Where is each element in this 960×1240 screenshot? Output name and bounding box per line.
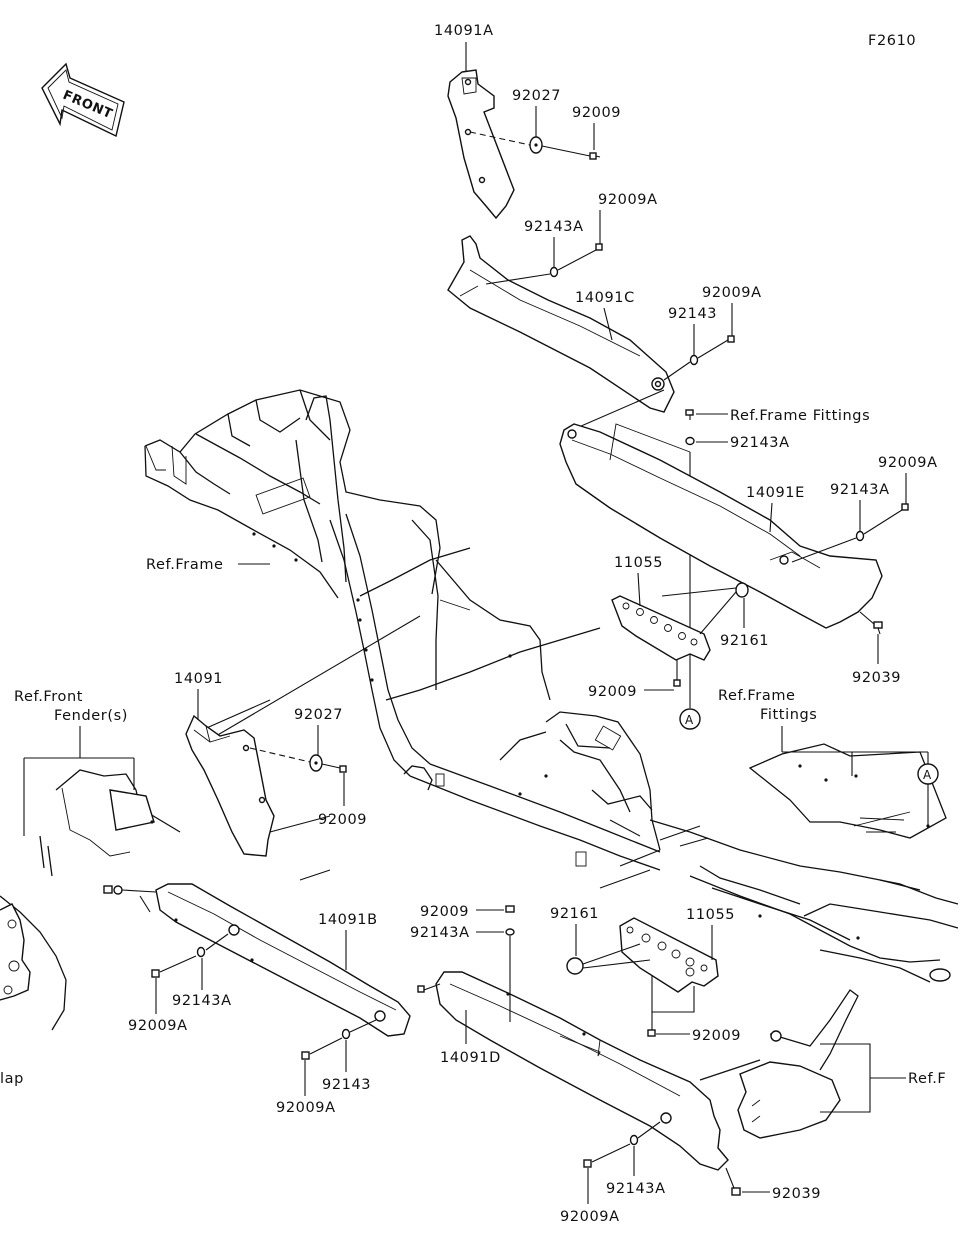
frame-assembly — [144, 389, 959, 983]
front-fender-part — [39, 769, 181, 877]
label-92039-1: 92039 — [852, 670, 901, 686]
part-14091E — [559, 423, 883, 629]
bolt-92009-4 — [505, 905, 515, 913]
washer-92143A-4 — [505, 928, 515, 936]
label-14091A: 14091A — [434, 23, 494, 39]
label-11055-1: 11055 — [614, 555, 663, 571]
label-92161-1: 92161 — [720, 633, 769, 649]
bolt-92039-2 — [731, 1187, 741, 1196]
label-92009A-2: 92009A — [702, 285, 762, 301]
washer-92143A-1 — [549, 266, 559, 278]
washer-92027-2 — [309, 754, 323, 772]
label-92009A-4: 92009A — [128, 1018, 188, 1034]
label-92009-4: 92009 — [420, 904, 469, 920]
callout-A-1: A — [679, 708, 701, 730]
part-14091C — [447, 235, 675, 413]
label-92143A-6: 92143A — [606, 1181, 666, 1197]
bolt-92009A-6 — [583, 1159, 592, 1168]
washer-92143-2 — [341, 1028, 351, 1040]
bolt-92009-5 — [647, 1029, 656, 1037]
plug-92161-1 — [735, 582, 749, 598]
label-flap-cut: lap — [0, 1071, 24, 1087]
label-11055-2: 11055 — [686, 907, 735, 923]
bolt-92009-2 — [673, 679, 681, 687]
label-92009-5: 92009 — [692, 1028, 741, 1044]
label-ref-frame-fittings-2b: Fittings — [760, 707, 817, 723]
label-92009-top: 92009 — [572, 105, 621, 121]
washer-92027-top — [529, 136, 543, 154]
plug-92161-2 — [566, 957, 584, 975]
bolt-92009A-2 — [727, 335, 735, 343]
label-14091C: 14091C — [575, 290, 635, 306]
part-14091B — [155, 883, 411, 1037]
bolt-ref-frame-fittings — [685, 409, 694, 420]
label-92143A-3: 92143A — [830, 482, 890, 498]
label-ref-f-cut: Ref.F — [908, 1071, 946, 1087]
frame-fittings-plate — [748, 743, 947, 839]
label-ref-frame-fittings-2a: Ref.Frame — [718, 688, 796, 704]
bolt-92009-3 — [339, 765, 347, 773]
bolt-92009A-1 — [595, 243, 603, 251]
label-14091D: 14091D — [440, 1050, 501, 1066]
bolt-92009A-3 — [901, 503, 909, 511]
label-14091E: 14091E — [746, 485, 805, 501]
washer-92143A-3 — [855, 530, 865, 542]
label-92143A-1: 92143A — [524, 219, 584, 235]
label-92009A-1: 92009A — [598, 192, 658, 208]
label-92143-1: 92143 — [668, 306, 717, 322]
label-92027-2: 92027 — [294, 707, 343, 723]
label-92143-2: 92143 — [322, 1077, 371, 1093]
label-14091B: 14091B — [318, 912, 378, 928]
label-92009A-3: 92009A — [878, 455, 938, 471]
label-92161-2: 92161 — [550, 906, 599, 922]
label-92009-3: 92009 — [318, 812, 367, 828]
washer-92143A-2 — [685, 436, 695, 446]
washer-92143A-6 — [629, 1134, 639, 1146]
callout-A-2: A — [917, 763, 939, 785]
label-92027-top: 92027 — [512, 88, 561, 104]
callout-A-2-label: A — [923, 768, 932, 782]
washer-92143-1 — [689, 354, 699, 366]
mud-flap-partial — [0, 895, 67, 1031]
label-14091: 14091 — [174, 671, 223, 687]
callout-A-1-label: A — [685, 713, 694, 727]
label-92039-2: 92039 — [772, 1186, 821, 1202]
label-ref-frame: Ref.Frame — [146, 557, 224, 573]
front-arrow-icon: FRONT — [41, 62, 125, 138]
washer-92143A-5 — [196, 946, 206, 958]
label-ref-front-fender-2: Fender(s) — [54, 708, 128, 724]
label-92009A-5: 92009A — [276, 1100, 336, 1116]
part-11055-upper — [611, 595, 711, 661]
label-92143A-2: 92143A — [730, 435, 790, 451]
label-ref-frame-fittings-1: Ref.Frame Fittings — [730, 408, 870, 424]
label-ref-front-fender-1: Ref.Front — [14, 689, 83, 705]
figure-code: F2610 — [868, 33, 916, 49]
label-92143A-4: 92143A — [410, 925, 470, 941]
bolt-92039-1 — [873, 621, 883, 635]
bolt-92009A-5 — [301, 1051, 310, 1060]
bolt-92009A-4 — [151, 969, 160, 978]
part-11055-lower — [619, 917, 719, 993]
ref-frame-lower-right — [699, 989, 859, 1139]
part-14091 — [185, 714, 275, 857]
label-92009-2: 92009 — [588, 684, 637, 700]
part-14091D — [435, 971, 729, 1171]
bolt-left-end — [103, 885, 123, 895]
label-92143A-5: 92143A — [172, 993, 232, 1009]
label-92009A-6: 92009A — [560, 1209, 620, 1225]
part-14091A — [447, 69, 515, 220]
bolt-92009-top — [589, 152, 601, 160]
